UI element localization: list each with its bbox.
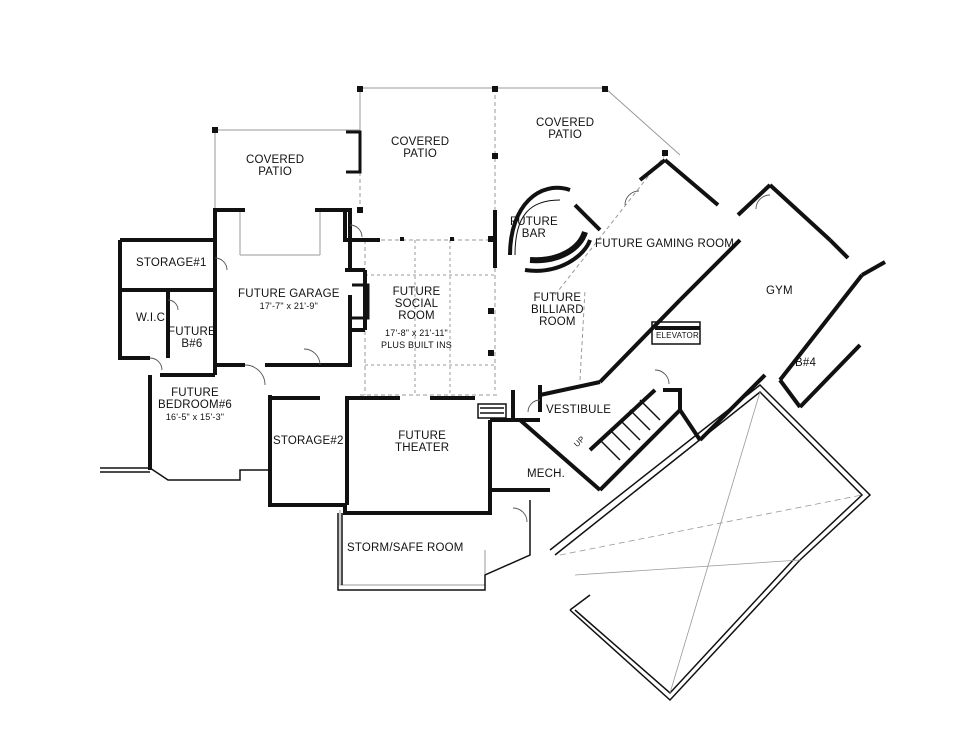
covered-patio-center-line2: PATIO xyxy=(403,148,438,160)
future-garage-dims: 17'-7" x 21'-9" xyxy=(259,301,318,311)
covered-patio-left-line1: COVERED xyxy=(246,154,305,166)
room-label-storm-safe-room: STORM/SAFE ROOM xyxy=(347,542,464,554)
room-label-future-billiard-room: FUTURE BILLIARD ROOM xyxy=(531,292,584,328)
room-label-future-b6: FUTURE B#6 xyxy=(168,326,216,350)
theater-line1: FUTURE xyxy=(398,430,447,442)
future-bar-line2: BAR xyxy=(521,228,547,240)
future-b6-line2: B#6 xyxy=(181,338,203,350)
room-label-mech: MECH. xyxy=(527,468,566,480)
billiard-line3: ROOM xyxy=(539,316,576,328)
room-label-future-bedroom6: FUTURE BEDROOM#6 16'-5" x 15'-3" xyxy=(158,387,232,423)
room-label-b4: B#4 xyxy=(795,357,817,369)
covered-patio-center-line1: COVERED xyxy=(391,136,450,148)
room-label-future-bar: FUTURE BAR xyxy=(510,216,558,240)
room-label-gym: GYM xyxy=(766,285,793,297)
room-label-future-social-room: FUTURE SOCIAL ROOM 17'-8" x 21'-11" PLUS… xyxy=(381,286,452,351)
social-room-line3: ROOM xyxy=(398,310,435,322)
room-label-storage1: STORAGE#1 xyxy=(136,257,207,269)
room-label-covered-patio-center: COVERED PATIO xyxy=(391,136,449,160)
post-markers xyxy=(212,86,668,356)
covered-patio-right-line2: PATIO xyxy=(548,129,583,141)
room-label-future-theater: FUTURE THEATER xyxy=(395,430,449,454)
door-swings xyxy=(149,190,771,523)
room-label-covered-patio-left: COVERED PATIO xyxy=(246,154,304,178)
room-label-storage2: STORAGE#2 xyxy=(273,435,344,447)
room-label-future-gaming-room: FUTURE GAMING ROOM xyxy=(595,238,735,250)
future-bedroom6-line1: FUTURE xyxy=(171,387,219,399)
theater-line2: THEATER xyxy=(395,442,450,454)
social-room-dims: 17'-8" x 21'-11" xyxy=(385,328,448,338)
covered-patio-right-line1: COVERED xyxy=(536,117,595,129)
future-bedroom6-dims: 16'-5" x 15'-3" xyxy=(165,412,225,422)
covered-patio-left-line2: PATIO xyxy=(258,166,293,178)
future-bar-line1: FUTURE xyxy=(510,216,558,228)
room-label-elevator: ELEVATOR xyxy=(656,331,699,340)
room-label-vestibule: VESTIBULE xyxy=(546,404,612,416)
thin-walls xyxy=(100,130,872,702)
future-b6-line1: FUTURE xyxy=(168,326,216,338)
room-label-wic: W.I.C. xyxy=(136,312,169,324)
room-label-covered-patio-right: COVERED PATIO xyxy=(536,117,594,141)
billiard-line1: FUTURE xyxy=(533,292,582,304)
room-label-future-garage: FUTURE GARAGE 17'-7" x 21'-9" xyxy=(238,288,340,312)
billiard-line2: BILLIARD xyxy=(531,304,584,316)
social-room-line1: FUTURE xyxy=(392,286,441,298)
social-room-line2: SOCIAL xyxy=(394,298,439,310)
social-room-note: PLUS BUILT INS xyxy=(381,340,452,350)
future-bedroom6-line2: BEDROOM#6 xyxy=(158,399,233,411)
future-garage-name: FUTURE GARAGE xyxy=(238,288,340,300)
walls xyxy=(118,158,886,515)
